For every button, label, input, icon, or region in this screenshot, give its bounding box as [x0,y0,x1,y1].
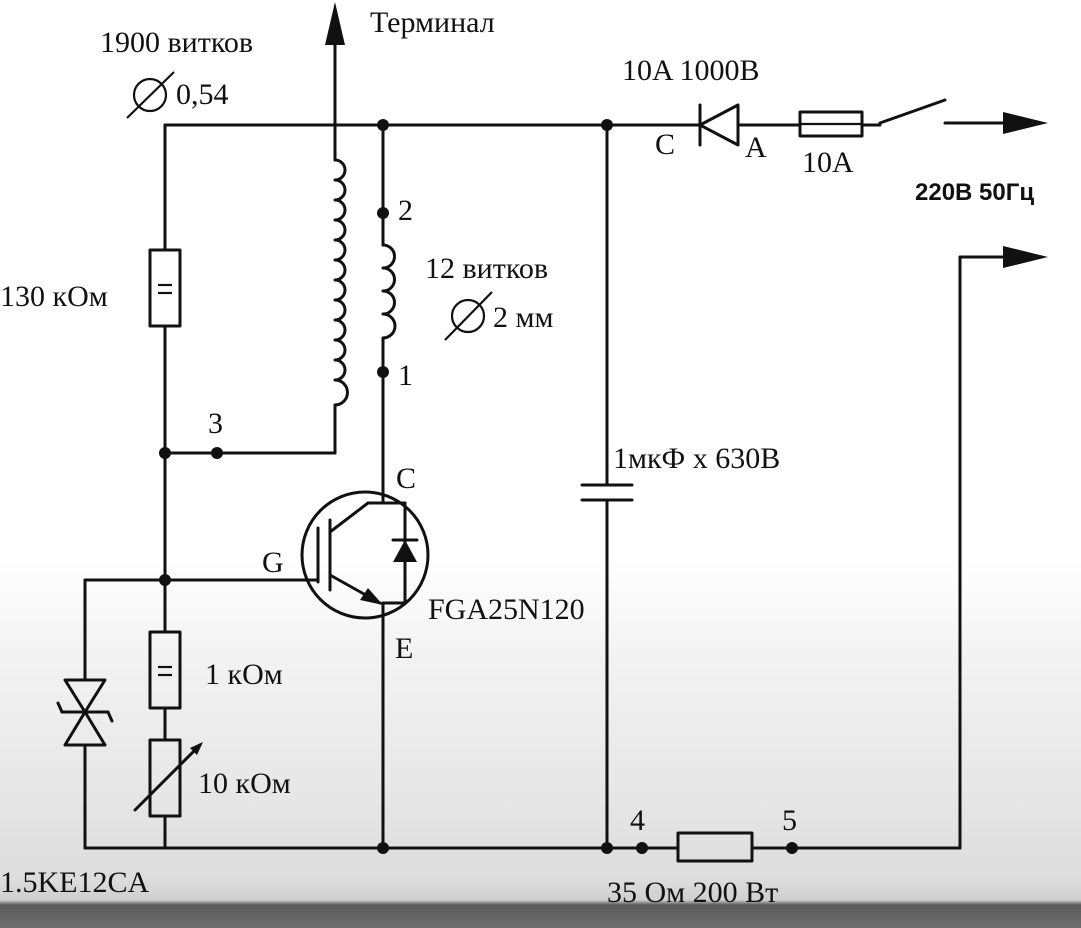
node-4-label: 4 [630,804,645,837]
tvs-label: 1.5KE12CA [0,866,150,899]
primary-coil [333,158,349,407]
diode-rating-label: 10A 1000B [622,54,760,87]
node-2-label: 2 [398,194,413,227]
resistor-130k [148,248,182,328]
resistor-10k-label: 10 кОм [198,767,291,800]
diameter-icon-secondary [444,291,493,341]
tvs-diode [56,678,114,747]
resistor-1k [148,630,182,710]
igbt-collector-label: C [396,462,416,495]
igbt-model-label: FGA25N120 [428,593,585,626]
secondary-diameter-label: 2 мм [493,301,553,334]
capacitor [580,483,634,502]
terminal-arrow [325,2,345,45]
diameter-icon-primary [126,71,175,119]
diode-cathode-label: C [655,128,675,161]
fuse [798,110,864,138]
secondary-coil [381,243,397,340]
node-1-label: 1 [398,359,413,392]
mains-label: 220В 50Гц [915,179,1034,206]
junctions [159,119,798,854]
igbt-gate-label: G [262,546,284,579]
diode [698,103,740,147]
node-5-label: 5 [782,804,797,837]
resistor-10k-variable [133,738,203,818]
terminal-label: Терминал [370,6,495,39]
mains-arrow-bottom [1003,246,1048,268]
primary-turns-label: 1900 витков [100,26,253,59]
primary-diameter-label: 0,54 [176,78,229,111]
mains-arrow-top [1003,112,1048,134]
resistor-1k-label: 1 кОм [205,658,283,691]
igbt-emitter-label: E [395,632,413,665]
resistor-35-label: 35 Ом 200 Вт [607,876,778,909]
wires [83,38,1007,850]
diode-anode-label: A [745,131,767,164]
node-3-label: 3 [208,407,223,440]
capacitor-label: 1мкФ х 630В [613,442,780,475]
resistor-35-ohm [676,831,754,863]
igbt-transistor [298,490,430,620]
secondary-turns-label: 12 витков [425,252,548,285]
resistor-130k-label: 130 кОм [0,280,108,313]
fuse-label: 10A [802,146,854,179]
